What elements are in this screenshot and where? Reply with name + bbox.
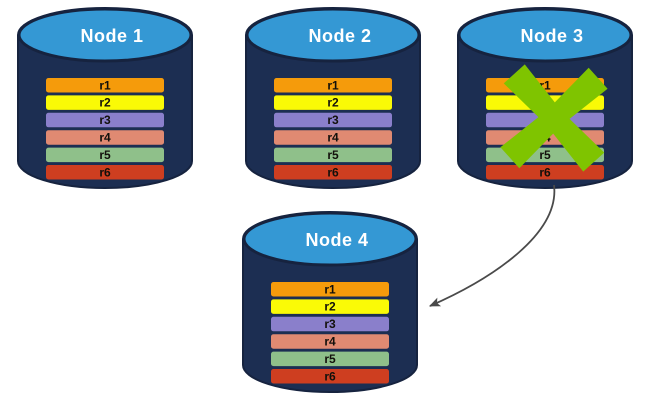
record-bar-r5: [46, 147, 164, 163]
node-cylinder-4[interactable]: Node 4 r1 r2 r3 r4 r5 r6: [242, 211, 418, 393]
replication-arrow: [429, 184, 556, 307]
cylinder-top-ellipse: [245, 7, 421, 63]
record-label-r6: r6: [327, 165, 339, 179]
record-bar-r6: [271, 369, 389, 384]
record-label-r6: r6: [99, 165, 111, 179]
cylinder-top-ellipse: [242, 211, 418, 267]
record-label-r4: r4: [324, 335, 336, 349]
node-title: Node 2: [308, 26, 371, 46]
record-bar-r3: [271, 316, 389, 332]
record-label-r4: r4: [327, 131, 339, 145]
record-label-r5: r5: [324, 352, 336, 366]
record-label-r4: r4: [99, 131, 111, 145]
record-row-r4[interactable]: r4: [274, 130, 392, 145]
record-row-r3[interactable]: r3: [46, 112, 164, 128]
record-label-r1: r1: [324, 282, 336, 296]
node-title: Node 1: [80, 26, 143, 46]
node-title: Node 4: [305, 230, 368, 250]
record-label-r3: r3: [327, 113, 339, 127]
record-bar-r4: [46, 130, 164, 145]
record-label-r2: r2: [327, 96, 339, 110]
record-bar-r3: [274, 112, 392, 128]
record-row-r5[interactable]: r5: [46, 147, 164, 163]
record-bar-r5: [271, 351, 389, 367]
record-bar-r2: [46, 95, 164, 110]
record-row-r1[interactable]: r1: [274, 78, 392, 93]
record-row-r4[interactable]: r4: [46, 130, 164, 145]
node-cylinder-1[interactable]: Node 1 r1 r2 r3 r4 r5 r6: [17, 7, 193, 189]
record-label-r2: r2: [324, 300, 336, 314]
record-row-r2[interactable]: r2: [274, 95, 392, 110]
cylinder-top-ellipse: [457, 7, 633, 63]
record-row-r6[interactable]: r6: [271, 369, 389, 384]
cylinder-top-ellipse: [17, 7, 193, 63]
record-label-r3: r3: [99, 113, 111, 127]
record-label-r3: r3: [324, 317, 336, 331]
node-title: Node 3: [520, 26, 583, 46]
record-row-r3[interactable]: r3: [271, 316, 389, 332]
record-row-r6[interactable]: r6: [46, 165, 164, 180]
record-bar-r2: [274, 95, 392, 110]
failure-cross-icon: [500, 64, 608, 172]
record-bar-r3: [46, 112, 164, 128]
record-bar-r6: [274, 165, 392, 180]
record-row-r3[interactable]: r3: [274, 112, 392, 128]
record-bar-r6: [46, 165, 164, 180]
record-label-r6: r6: [324, 369, 336, 383]
record-row-r5[interactable]: r5: [271, 351, 389, 367]
overlay-layer: [429, 64, 608, 307]
record-label-r5: r5: [327, 148, 339, 162]
record-row-r2[interactable]: r2: [271, 299, 389, 314]
record-bar-r6: [486, 165, 604, 180]
record-label-r6: r6: [539, 165, 551, 179]
record-bar-r4: [271, 334, 389, 349]
record-bar-r1: [274, 78, 392, 93]
record-bar-r4: [274, 130, 392, 145]
failure-cross-shape: [500, 64, 608, 172]
record-row-r2[interactable]: r2: [46, 95, 164, 110]
record-label-r5: r5: [539, 148, 551, 162]
record-row-r1[interactable]: r1: [46, 78, 164, 93]
record-row-r4[interactable]: r4: [271, 334, 389, 349]
record-row-r1[interactable]: r1: [271, 282, 389, 297]
record-bar-r1: [271, 282, 389, 297]
node-cylinder-2[interactable]: Node 2 r1 r2 r3 r4 r5 r6: [245, 7, 421, 189]
record-bar-r5: [274, 147, 392, 163]
record-bar-r1: [46, 78, 164, 93]
record-bar-r2: [271, 299, 389, 314]
record-label-r5: r5: [99, 148, 111, 162]
record-label-r1: r1: [539, 78, 551, 92]
record-label-r1: r1: [327, 78, 339, 92]
record-label-r2: r2: [99, 96, 111, 110]
record-label-r1: r1: [99, 78, 111, 92]
record-row-r6[interactable]: r6: [486, 165, 604, 180]
record-row-r5[interactable]: r5: [274, 147, 392, 163]
record-row-r6[interactable]: r6: [274, 165, 392, 180]
